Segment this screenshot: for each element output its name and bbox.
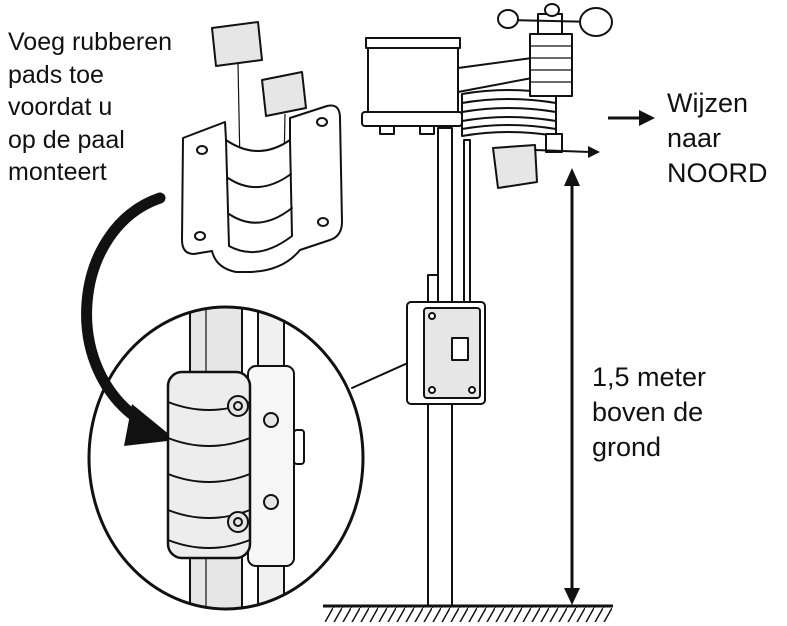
station-rod [463,139,471,306]
bracket-body [181,104,343,273]
zoom-leader-line [351,361,411,389]
anemometer-cup [497,9,519,29]
north-arrow-head [639,110,655,126]
zoom-bolt-center [233,517,243,527]
bracket-channel [225,139,293,253]
anemometer-hub [537,13,563,35]
zoom-clamp-band [167,473,251,483]
zoom-bolt [263,412,279,428]
zoom-back-plate [247,365,295,567]
zoom-circle-outline [87,305,365,611]
zoom-detail [87,305,365,611]
curved-arrow-shaft [81,192,166,430]
bracket-screw-hole [194,231,206,241]
bracket-screw-hole [317,217,329,227]
zoom-clamp-band [167,539,251,549]
rubber-pad-top [211,21,263,67]
zoom-bolt-center [233,401,243,411]
bracket-rib [228,207,293,224]
height-arrow-head-bottom [564,588,580,605]
anemometer-housing [529,33,573,97]
zoom-clamp-band [167,437,251,447]
bracket-rib [227,173,292,189]
mount-screw [428,386,436,394]
height-note-line: boven de [592,397,703,427]
rubber-pad-bottom [261,71,307,117]
pad-note-line: op de paal [8,126,125,154]
north-note: Wijzen naar NOORD [667,88,768,188]
north-note-line: naar [667,123,721,153]
anemometer-cup [579,7,613,37]
weather-station [361,3,613,607]
pad-note-line: monteert [8,158,107,186]
shield-plate-line [461,98,557,104]
zoom-bolt [227,395,249,417]
station-arm [457,57,533,93]
mounting-bracket [181,104,343,273]
rain-gauge-body [367,47,459,113]
pad-note-line: Voeg rubberen [8,28,172,56]
height-note-line: 1,5 meter [592,362,706,392]
height-note: 1,5 meter boven de grond [592,362,706,462]
pad-note-line: pads toe [8,61,104,89]
zoom-clamp [166,370,252,560]
rubber-pads [211,21,307,219]
mount-clip [451,337,469,361]
wind-vane-fin [492,144,538,189]
ground-hatching [325,607,612,622]
height-note-line: grond [592,432,661,462]
wind-vane-rod [534,149,591,153]
wind-vane-mount [545,133,563,153]
bracket-screw-hole [316,117,328,127]
zoom-bracket-tab [293,429,305,465]
height-dimension-arrow [564,168,580,605]
shield-plate-line [461,116,557,122]
rain-gauge-base [361,111,463,127]
bracket-screw-hole [196,145,208,155]
mount-screw [468,386,476,394]
anemometer-cup [544,3,560,17]
zoom-bolt [263,494,279,510]
shield-plate-line [461,107,557,113]
curved-arrow-head [124,404,176,446]
station-mast [437,127,453,309]
curved-arrow [81,192,176,446]
north-note-line: Wijzen [667,88,748,118]
rain-gauge-rim [365,37,461,49]
rain-gauge-foot [379,125,395,135]
pad-note-line: voordat u [8,93,112,121]
shield-plate-line [461,124,557,130]
wind-vane-pointer [588,146,600,158]
mount-screw [428,312,436,320]
pad-instruction-note: Voeg rubberen pads toe voordat u op de p… [8,28,172,186]
rain-gauge-foot [419,125,435,135]
height-arrow-head-top [564,168,580,186]
north-note-line: NOORD [667,158,768,188]
north-arrow [608,110,655,126]
ground [323,604,613,622]
zoom-bolt [227,511,249,533]
